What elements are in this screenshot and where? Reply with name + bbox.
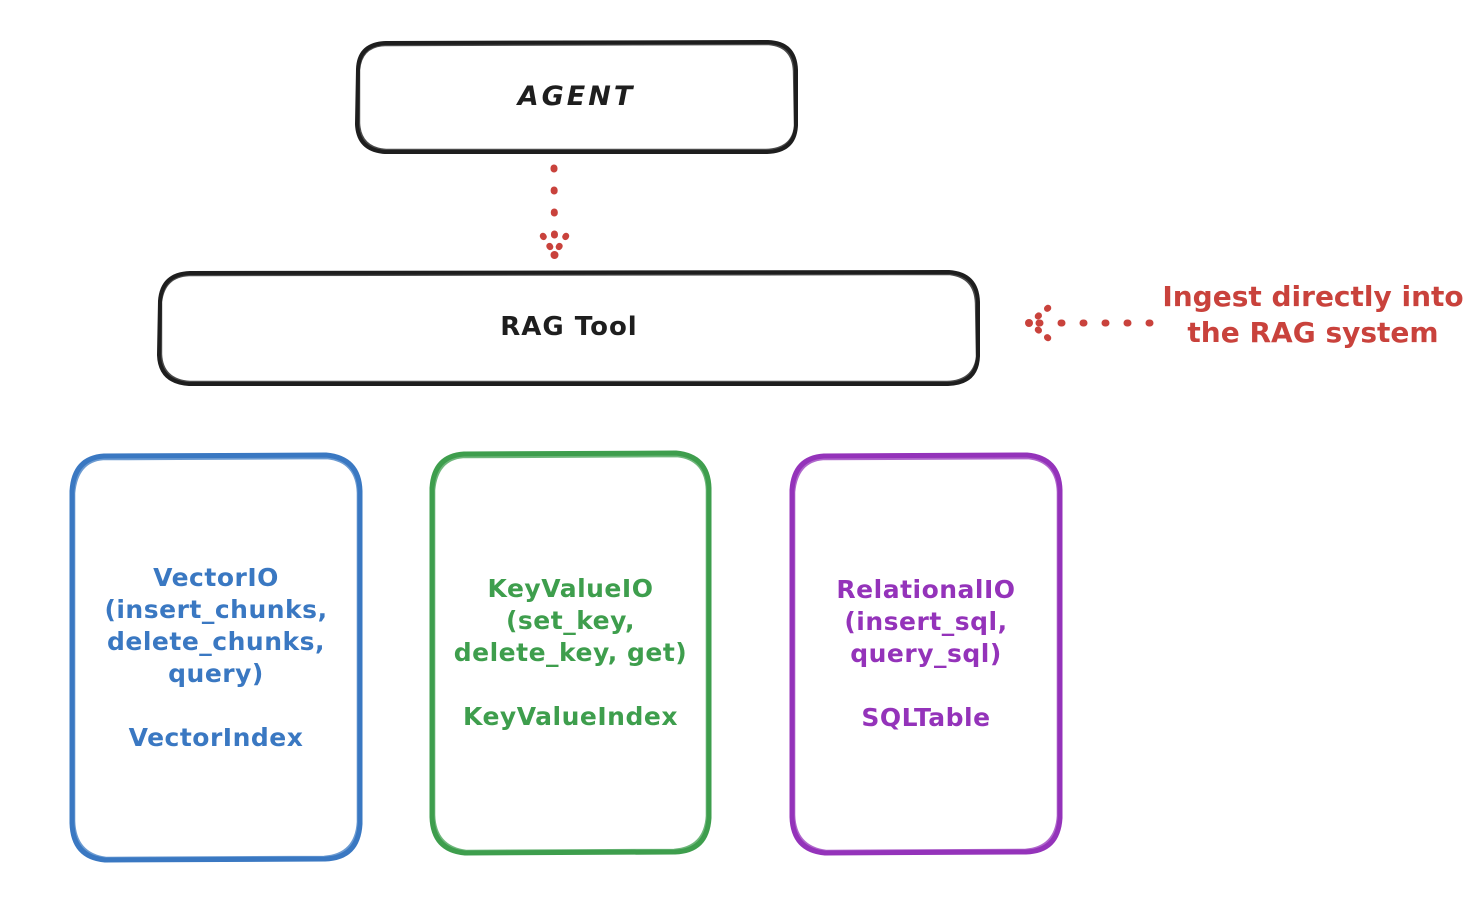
connector-agent-to-rag-tool-arrow: [539, 164, 570, 259]
node-agent[interactable]: AGENT: [355, 40, 798, 154]
relational-io-label: RelationalIO (insert_sql, query_sql) SQL…: [836, 575, 1016, 732]
connector-ingest-to-rag-tool-arrow: [1025, 304, 1154, 342]
node-key-value-io[interactable]: KeyValueIO (set_key, delete_key, get) Ke…: [428, 450, 713, 856]
rag-tool-label: RAG Tool: [500, 312, 638, 343]
node-vector-io[interactable]: VectorIO (insert_chunks, delete_chunks, …: [68, 452, 364, 863]
vector-io-label: VectorIO (insert_chunks, delete_chunks, …: [104, 562, 328, 752]
node-relational-io[interactable]: RelationalIO (insert_sql, query_sql) SQL…: [788, 452, 1064, 856]
agent-label: AGENT: [517, 80, 636, 112]
key-value-io-label: KeyValueIO (set_key, delete_key, get) Ke…: [453, 574, 688, 731]
node-rag-tool[interactable]: RAG Tool: [157, 270, 981, 386]
annotation-ingest-directly-into-rag-system: Ingest directly into the RAG system: [1162, 280, 1464, 349]
